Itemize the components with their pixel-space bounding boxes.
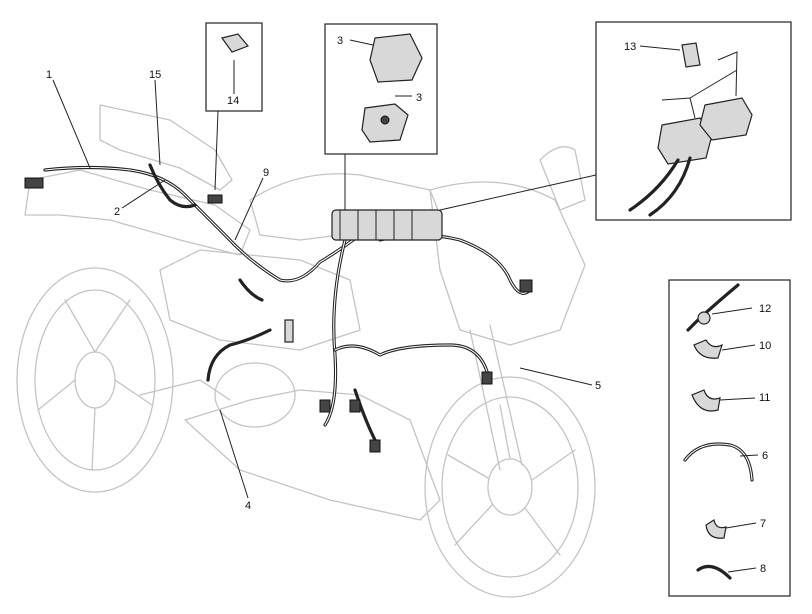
callout-10: 10 <box>759 340 771 352</box>
connector-front <box>481 371 493 385</box>
leader-13 <box>639 45 681 51</box>
harness-main-rear <box>43 165 362 283</box>
harness-down-frame <box>323 238 347 427</box>
harness-engine <box>206 328 272 382</box>
front-rim-outline <box>441 396 579 578</box>
callout-12: 12 <box>759 303 771 315</box>
front-spokes <box>447 404 576 556</box>
leader-7 <box>725 522 757 529</box>
mirror-outline <box>539 146 586 211</box>
callout-13: 13 <box>624 41 636 53</box>
callout-labels: 1 15 14 3 3 13 9 2 12 10 11 5 6 4 7 8 <box>46 35 771 575</box>
harness-branch-seat <box>148 163 197 209</box>
callout-9: 9 <box>263 167 269 179</box>
callout-14: 14 <box>227 95 239 107</box>
leader-14-to-bike <box>214 110 219 191</box>
connector-lower-2 <box>349 399 361 413</box>
leader-3a <box>349 39 374 46</box>
rear-rim-outline <box>34 289 156 471</box>
leader-11 <box>719 397 756 401</box>
callout-4: 4 <box>245 500 251 512</box>
loose-parts-frame <box>668 279 791 597</box>
engine-cover-outline <box>214 362 296 428</box>
callout-1: 1 <box>46 69 52 81</box>
main-leaders <box>52 79 593 499</box>
item-14-relay <box>220 33 250 53</box>
harness-head <box>378 233 532 295</box>
callout-3b: 3 <box>416 92 422 104</box>
item-7-clip <box>705 519 727 539</box>
callout-15: 15 <box>149 69 161 81</box>
connector-tail <box>24 177 44 189</box>
rear-hub-outline <box>74 351 116 409</box>
leader-15 <box>154 79 161 166</box>
control-unit <box>331 209 443 241</box>
front-fairing-outline <box>429 181 586 346</box>
relay-right <box>699 97 753 141</box>
item-13-fuse <box>681 42 701 68</box>
harness-lower-branch <box>353 388 377 442</box>
leader-13-to-bike <box>439 174 597 211</box>
leader-9 <box>234 177 264 241</box>
rear-spokes <box>37 299 153 471</box>
item-3-fuse-holder <box>369 33 423 83</box>
leader-4 <box>219 409 249 499</box>
leader-12 <box>711 307 753 315</box>
seat-outline <box>99 104 233 191</box>
lower-fairing-outline <box>184 389 441 521</box>
item-3-screw <box>380 115 390 125</box>
coil-part <box>284 319 294 343</box>
leader-1 <box>52 79 91 169</box>
loose-parts-panel <box>668 279 791 597</box>
callout-5: 5 <box>595 380 601 392</box>
item-11-clamp <box>691 389 721 412</box>
item-8-strap <box>696 564 732 580</box>
tail-outline <box>24 169 251 256</box>
rear-tire-outline <box>16 267 174 493</box>
callout-2: 2 <box>114 206 120 218</box>
relay-leaders <box>661 51 738 119</box>
relay-wires <box>628 156 692 217</box>
swingarm-outline <box>139 379 231 401</box>
callout-7: 7 <box>760 518 766 530</box>
detail-box-13 <box>439 21 792 221</box>
connector-head <box>519 279 533 293</box>
motorcycle-outline <box>16 104 596 598</box>
front-tire-outline <box>424 376 596 598</box>
callout-3a: 3 <box>337 35 343 47</box>
wiring-harness <box>24 163 533 453</box>
harness-branch-mid <box>238 278 264 302</box>
harness-front-branch <box>333 343 490 377</box>
relay-left <box>657 117 713 165</box>
connector-seat <box>207 194 223 204</box>
item-12-head <box>697 311 711 325</box>
leader-8 <box>727 567 757 573</box>
item-10-clip <box>693 339 723 359</box>
frame-outline <box>159 249 361 351</box>
connector-lower <box>319 399 331 413</box>
leader-10 <box>721 344 756 351</box>
callout-11: 11 <box>759 392 770 404</box>
callout-6: 6 <box>762 450 768 462</box>
leader-2 <box>121 179 166 209</box>
callout-8: 8 <box>760 563 766 575</box>
detail-box-14 <box>205 22 263 191</box>
connector-bottom <box>369 439 381 453</box>
leader-6 <box>739 454 759 457</box>
control-unit-ribs <box>339 210 413 240</box>
detail-box-3 <box>324 23 438 210</box>
front-hub-outline <box>487 458 533 516</box>
leader-5 <box>519 367 593 386</box>
